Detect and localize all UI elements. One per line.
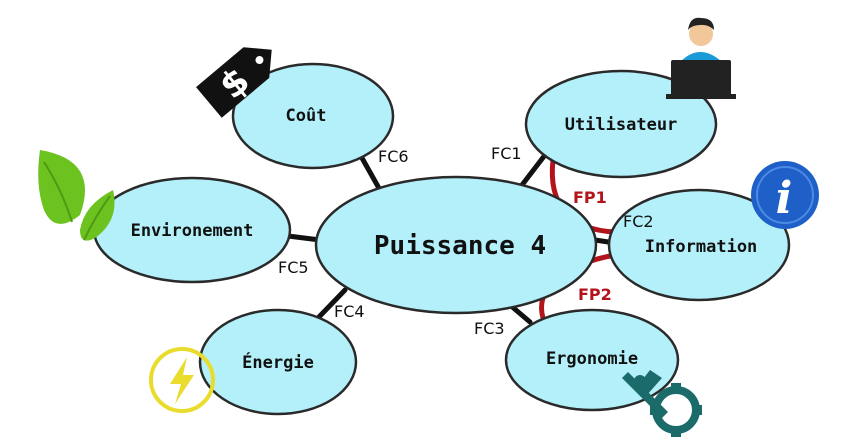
fc1-line	[519, 152, 548, 188]
information-bubble	[607, 188, 791, 302]
fc4-label: FC4	[334, 302, 365, 321]
info-symbol: i	[776, 173, 793, 224]
ergonomie-label: Ergonomie	[546, 349, 638, 369]
gear-tools-icon	[622, 370, 702, 437]
fc2-label: FC2	[623, 212, 654, 231]
cout-bubble	[231, 62, 395, 170]
utilisateur-label: Utilisateur	[565, 115, 678, 135]
fc6-line	[359, 155, 383, 193]
fc5-line	[285, 233, 323, 243]
fp2-label: FP2	[578, 285, 612, 304]
center-label: Puissance 4	[374, 231, 546, 261]
energie-bubble	[198, 308, 358, 416]
user-laptop-icon	[666, 17, 736, 99]
information-label: Information	[645, 237, 758, 257]
fc6-label: FC6	[378, 147, 409, 166]
lightning-icon	[149, 347, 215, 413]
fc3-label: FC3	[474, 319, 505, 338]
fc5-label: FC5	[278, 258, 309, 277]
environement-label: Environement	[131, 221, 254, 241]
center-bubble	[314, 175, 598, 315]
info-icon: i	[751, 161, 819, 229]
energie-label: Énergie	[242, 351, 314, 373]
cout-label: Coût	[286, 106, 327, 126]
fc4-line	[315, 287, 348, 321]
fc1-label: FC1	[491, 144, 522, 163]
fp1-label: FP1	[573, 188, 607, 207]
leaf-icon	[38, 150, 115, 241]
